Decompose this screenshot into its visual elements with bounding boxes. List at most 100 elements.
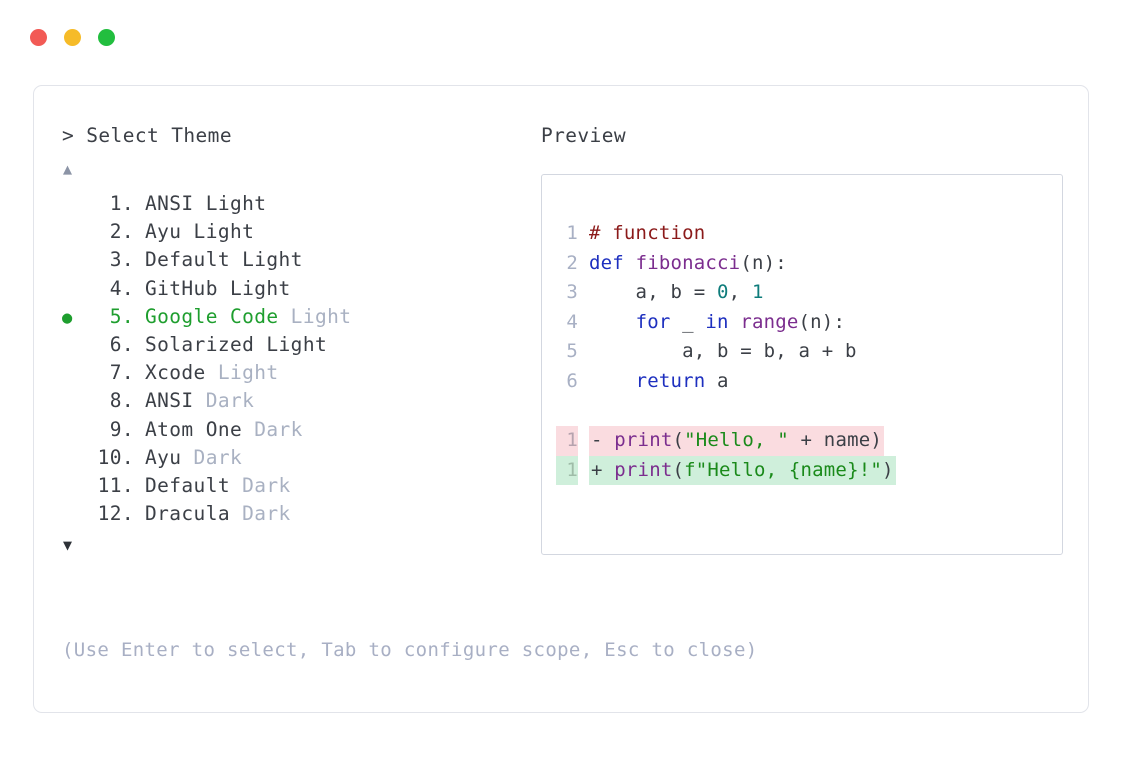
preview-label: Preview xyxy=(541,124,626,147)
spacer xyxy=(134,387,145,415)
code-blank-line xyxy=(556,396,1062,426)
spacer xyxy=(134,359,145,387)
diff-line-del: 1 - print("Hello, " + name) xyxy=(556,426,1062,456)
code-token-plain: (n): xyxy=(798,310,846,333)
code-line: 5 a, b = b, a + b xyxy=(556,337,1062,367)
theme-item-index: 1. xyxy=(109,192,134,215)
code-token-plain: a, b = xyxy=(589,281,718,303)
theme-item-index: 4. xyxy=(109,276,134,300)
code-token-plain: (n): xyxy=(740,251,787,274)
page-title xyxy=(74,122,86,150)
prompt-title-text: Select Theme xyxy=(86,124,232,147)
theme-list-item[interactable]: ●11. Default Dark xyxy=(62,472,532,500)
bullet-placeholder: ● xyxy=(62,276,88,304)
spacer xyxy=(134,416,145,444)
theme-item-name: ANSI xyxy=(145,389,194,413)
diff-sign: - xyxy=(591,429,615,451)
spacer xyxy=(134,444,145,472)
code-token-plain: a, b = b, a + b xyxy=(589,340,857,362)
theme-item-variant-badge: Light xyxy=(205,361,279,385)
theme-item-name: Default xyxy=(145,473,230,497)
theme-list-item[interactable]: ●6. Solarized Light xyxy=(62,331,532,359)
keyboard-hint-text: (Use Enter to select, Tab to configure s… xyxy=(62,639,758,661)
theme-selector-card: > Select Theme ▲ ●1. ANSI Light●2. Ayu L… xyxy=(33,85,1089,713)
code-token-plain: ( xyxy=(672,458,685,481)
code-token-func: range xyxy=(740,310,799,333)
theme-item-name: ANSI Light xyxy=(145,192,267,215)
selected-bullet-icon: ● xyxy=(62,307,73,328)
code-token-string: f"Hello, {name}!" xyxy=(684,458,882,481)
bullet-placeholder: ● xyxy=(62,388,88,416)
code-token-plain: a xyxy=(705,369,729,392)
theme-list-item[interactable]: ● 4. GitHub Light xyxy=(62,275,532,303)
theme-item-variant-badge: Dark xyxy=(242,417,303,441)
theme-item-index: 10. xyxy=(97,445,134,469)
code-token-plain xyxy=(589,311,636,333)
theme-list-item[interactable]: ●5. Google Code Light xyxy=(62,303,532,331)
scroll-down-arrow-icon[interactable]: ▼ xyxy=(63,536,73,555)
code-line-text: return a xyxy=(589,367,729,397)
scroll-up-arrow-icon[interactable]: ▲ xyxy=(63,160,73,178)
line-number: 5 xyxy=(566,340,578,362)
theme-item-variant-badge: Dark xyxy=(181,445,243,469)
line-number: 1 xyxy=(556,426,578,456)
code-line-text: a, b = 0, 1 xyxy=(589,278,764,308)
theme-list-item[interactable]: ● 1. ANSI Light xyxy=(62,190,532,218)
close-button-dot[interactable] xyxy=(30,28,47,46)
theme-item-index: 2. xyxy=(109,220,134,244)
theme-item-index: 9. xyxy=(109,417,134,441)
code-token-plain: _ xyxy=(670,310,706,333)
theme-item-name: Ayu Light xyxy=(145,220,255,244)
theme-list-item[interactable]: ●10. Ayu Dark xyxy=(62,444,532,472)
theme-list-item[interactable]: ●9. Atom One Dark xyxy=(62,416,532,444)
line-number: 1 xyxy=(566,222,578,244)
code-token-keyword: in xyxy=(705,310,729,333)
spacer xyxy=(134,500,145,528)
theme-item-index: 7. xyxy=(109,361,134,385)
theme-item-variant-badge: Dark xyxy=(229,502,291,526)
minimize-button-dot[interactable] xyxy=(64,28,81,46)
prompt-caret-icon: > xyxy=(62,124,75,147)
theme-list-item[interactable]: ●3. Default Light xyxy=(62,246,532,274)
theme-item-index: 8. xyxy=(109,389,134,413)
line-number: 4 xyxy=(566,310,578,333)
code-token-comment: # function xyxy=(589,222,706,244)
code-token-plain xyxy=(589,370,636,392)
prompt-header: > Select Theme xyxy=(62,122,532,150)
bullet-placeholder: ● xyxy=(62,501,88,529)
code-token-number: 1 xyxy=(751,281,764,303)
line-number: 6 xyxy=(566,369,578,392)
line-number: 3 xyxy=(566,281,578,303)
bullet-placeholder: ● xyxy=(62,332,88,360)
theme-list-item[interactable]: ● 7. Xcode Light xyxy=(62,359,532,387)
bullet-placeholder: ● xyxy=(62,360,88,388)
code-token-plain xyxy=(729,311,741,333)
theme-item-name: Ayu xyxy=(145,445,182,469)
theme-item-variant-badge: Dark xyxy=(229,473,291,497)
theme-list-item[interactable]: ●2. Ayu Light xyxy=(62,218,532,246)
code-token-func: print xyxy=(614,429,673,451)
theme-item-index: 3. xyxy=(109,248,134,272)
theme-item-name: GitHub Light xyxy=(145,276,291,300)
code-line-text: for _ in range(n): xyxy=(589,308,845,338)
theme-list-item[interactable]: ●12. Dracula Dark xyxy=(62,500,532,528)
theme-item-variant-badge: Dark xyxy=(193,389,255,413)
diff-line-text: - print("Hello, " + name) xyxy=(589,426,885,456)
diff-sign: + xyxy=(591,458,615,481)
theme-item-name: Xcode xyxy=(145,361,206,385)
spacer xyxy=(134,303,145,331)
maximize-button-dot[interactable] xyxy=(98,28,115,46)
bullet-placeholder: ● xyxy=(62,191,88,219)
theme-item-index: 6. xyxy=(109,332,134,356)
theme-list-pane: > Select Theme ▲ ●1. ANSI Light●2. Ayu L… xyxy=(62,122,532,558)
theme-item-name: Google Code xyxy=(145,304,279,328)
theme-item-name: Default Light xyxy=(145,248,303,272)
theme-item-index: 5. xyxy=(109,304,134,328)
line-number: 1 xyxy=(556,455,578,485)
theme-list-item[interactable]: ● 8. ANSI Dark xyxy=(62,387,532,415)
diff-line-add: 1+ print(f"Hello, {name}!") xyxy=(556,455,1062,485)
